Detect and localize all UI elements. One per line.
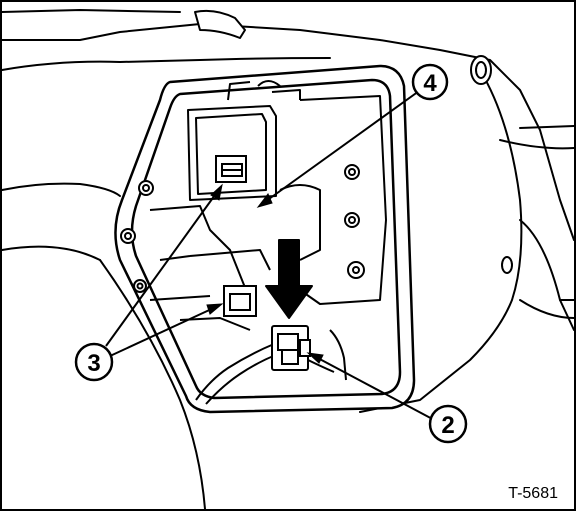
arrowhead-2 bbox=[306, 352, 324, 364]
leader-line-4 bbox=[261, 85, 427, 205]
push-direction-arrow bbox=[265, 239, 313, 319]
callout-2-label: 2 bbox=[441, 412, 454, 439]
callout-3: 3 bbox=[74, 342, 114, 382]
screw-1 bbox=[138, 180, 154, 196]
dashboard-body bbox=[1, 9, 575, 510]
retaining-clip-lower bbox=[223, 285, 257, 317]
leader-arrowheads bbox=[206, 183, 324, 364]
leader-line-2 bbox=[313, 355, 439, 423]
arrowhead-4 bbox=[256, 193, 273, 208]
inner-panel bbox=[149, 80, 387, 381]
screw-3 bbox=[133, 279, 147, 293]
reference-code: T-5681 bbox=[508, 485, 558, 502]
callout-4-label: 4 bbox=[423, 70, 437, 97]
retaining-clip-upper bbox=[215, 155, 247, 183]
leader-line-3b bbox=[109, 305, 219, 357]
screw-2 bbox=[120, 228, 136, 244]
screw-4 bbox=[344, 164, 360, 180]
electrical-connector bbox=[271, 325, 311, 371]
leader-lines bbox=[105, 85, 439, 423]
arrowhead-3a bbox=[210, 183, 223, 201]
screw-6 bbox=[347, 261, 365, 279]
arrowhead-3b bbox=[206, 303, 224, 315]
mounting-hole-right bbox=[501, 256, 513, 274]
screw-5 bbox=[344, 212, 360, 228]
callout-4: 4 bbox=[411, 63, 449, 101]
callout-2: 2 bbox=[428, 404, 468, 444]
leader-line-3a bbox=[105, 187, 221, 347]
mounting-hole-upper-right bbox=[470, 55, 492, 85]
callout-3-label: 3 bbox=[87, 350, 100, 377]
